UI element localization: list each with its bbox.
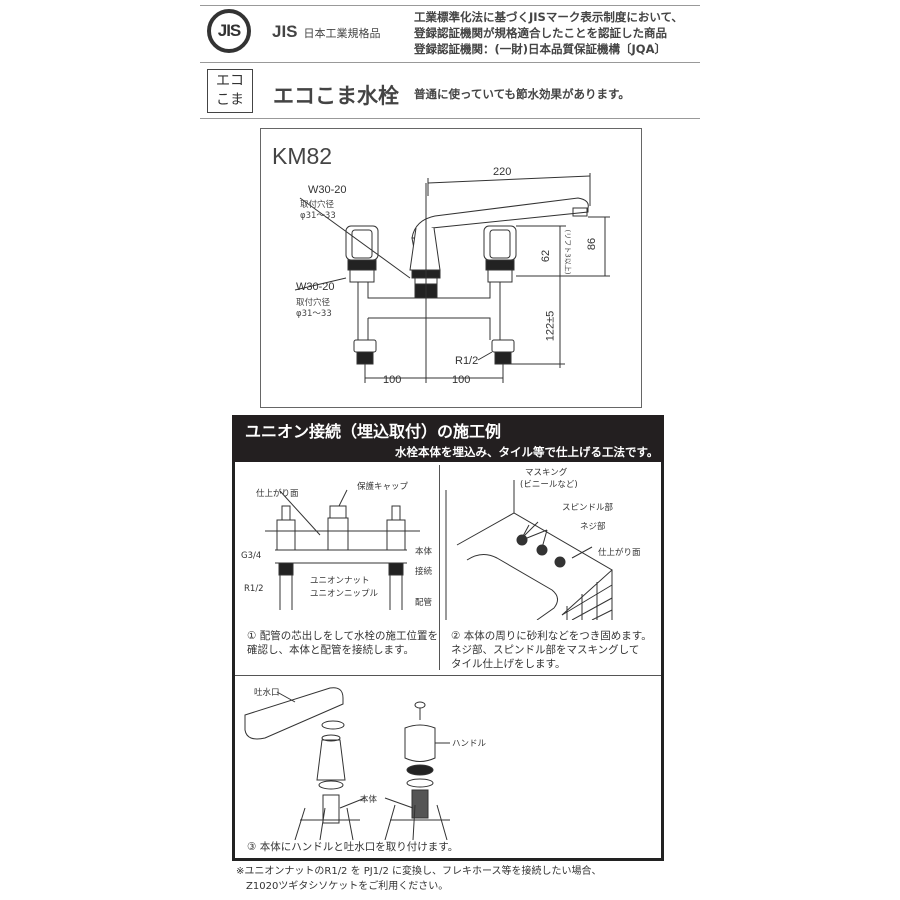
jis-description: 工業標準化法に基づくJISマーク表示制度において、 登録認証機関が規格適合したこ…	[414, 10, 683, 56]
jis-logo-icon: JIS	[207, 9, 251, 53]
eco-description: 普通に使っていても節水効果があります。	[414, 87, 630, 101]
dim-pitch-left: 100	[383, 374, 402, 386]
dim-body-height: 122±5	[544, 310, 557, 342]
label-finish-surface: 仕上がり面	[256, 489, 299, 499]
label-screw: ネジ部	[580, 522, 606, 532]
model-number: KM82	[272, 143, 333, 169]
label-masking: マスキング	[525, 468, 568, 478]
label-g34: G3/4	[241, 551, 262, 561]
step-1: ① 配管の芯出しをして水栓の施工位置を 確認し、本体と配管を接続します。	[247, 630, 438, 656]
label-pipe: 配管	[415, 598, 433, 608]
label-handle: ハンドル	[452, 739, 487, 749]
tile-finish-figure	[445, 480, 613, 620]
label-union-nut: ユニオンナット	[310, 576, 370, 586]
dim-spout-height: 86	[586, 237, 599, 251]
footnote: ※ユニオンナットのR1/2 を PJ1/2 に変換し、フレキホース等を接続したい…	[236, 866, 602, 892]
panel-divider-vertical	[439, 465, 440, 670]
top-rule	[200, 5, 700, 6]
label-spindle: スピンドル部	[562, 503, 614, 513]
mid-rule	[200, 62, 700, 63]
dim-pitch-right: 100	[452, 374, 471, 386]
union-connection-figure	[265, 489, 420, 610]
label-masking-note: (ビニールなど)	[520, 480, 578, 490]
pipe-thread-label: R1/2	[455, 355, 479, 367]
lift-note: (リフト3以上)	[563, 229, 572, 275]
label-connect: 接続	[415, 567, 433, 577]
label-body-2: 本体	[360, 795, 378, 805]
installation-subtitle: 水栓本体を埋込み、タイル等で仕上げる工法です。	[395, 445, 659, 459]
dim-spout-length: 220	[493, 166, 512, 178]
panel-divider-horizontal	[235, 675, 661, 676]
faucet-dimension-drawing	[294, 173, 610, 383]
thread-bottom-label: W30-20	[296, 281, 335, 293]
installation-header-band	[232, 415, 664, 462]
step-3: ③ 本体にハンドルと吐水口を取り付けます。	[247, 841, 459, 853]
label-spout: 吐水口	[254, 688, 280, 698]
dim-handle-height: 62	[540, 249, 553, 263]
eco-koma-badge-icon: エコ こま	[207, 69, 253, 113]
handle-spout-assembly-figure	[244, 687, 450, 840]
label-union-nipple: ユニオンニップル	[310, 589, 379, 599]
label-finish-surface-2: 仕上がり面	[598, 548, 641, 558]
step-2: ② 本体の周りに砂利などをつき固めます。 ネジ部、スピンドル部をマスキングして …	[451, 630, 652, 670]
spec-drawing-frame	[260, 128, 642, 408]
installation-title: ユニオン接続（埋込取付）の施工例	[245, 422, 502, 441]
label-protective-cap: 保護キャップ	[357, 482, 409, 492]
eco-title: エコこま水栓	[273, 84, 399, 108]
label-r12: R1/2	[244, 584, 264, 594]
label-body: 本体	[415, 547, 433, 557]
bottom-rule	[200, 118, 700, 119]
thread-top-label: W30-20	[308, 184, 347, 196]
